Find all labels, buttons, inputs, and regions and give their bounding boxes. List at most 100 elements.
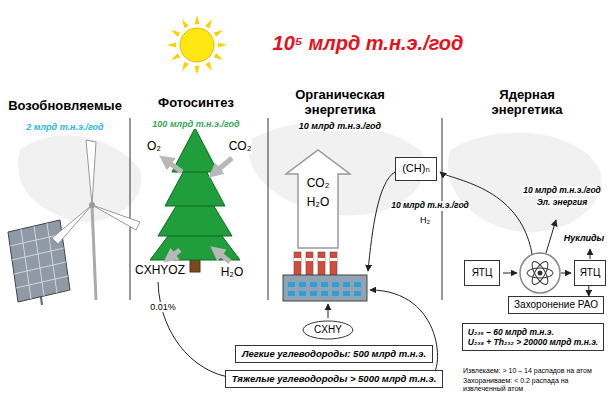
reactor	[538, 271, 543, 276]
factory	[318, 252, 325, 276]
factory-window	[288, 282, 295, 287]
reserve-box: Тяжелые углеводороды > 5000 млрд т.н.э.	[225, 370, 444, 387]
separator-line	[130, 118, 131, 300]
factory-window	[321, 282, 328, 287]
wind-turbine	[92, 205, 140, 230]
reactor	[527, 268, 553, 278]
flow-arrow	[370, 290, 438, 379]
factory-window	[354, 291, 361, 296]
section-value: 100 млрд т.н.э./год	[151, 119, 240, 129]
sun-ray	[194, 66, 199, 75]
solar-panel-grid	[21, 229, 31, 299]
solar-panel-grid	[47, 223, 57, 293]
factory-window	[343, 282, 350, 287]
flow-arrow	[158, 282, 240, 378]
sun-ray	[194, 15, 199, 24]
reserve-box: Легкие углеводороды: 500 млрд т.н.э.	[235, 345, 433, 362]
factory-window	[288, 291, 295, 296]
section-value: 2 млрд т.н.э./год	[25, 122, 104, 132]
flow-arrow	[561, 273, 571, 274]
chemical-formula: CO₂	[228, 140, 253, 154]
chimney-stripe	[306, 258, 313, 261]
reactor	[520, 253, 560, 293]
gas-exchange-arrow	[215, 250, 230, 262]
factory	[330, 252, 337, 276]
output-label: Нуклиды	[563, 233, 606, 243]
factory-window	[332, 291, 339, 296]
section-heading: Фотосинтез	[157, 96, 235, 111]
sun-ray	[214, 53, 223, 60]
section-heading: Возобновляемые	[7, 99, 123, 114]
exhaust-arrow	[286, 150, 350, 248]
flow-value: 10 млрд т.н.э./год	[522, 186, 602, 196]
fuel-cycle-box: ЯТЦ	[464, 260, 501, 286]
gas-exchange-arrow	[168, 250, 180, 259]
flow-arrow	[328, 304, 329, 318]
sun-ray	[171, 53, 180, 60]
chemical-formula: H₂O	[220, 266, 245, 280]
factory-window	[343, 291, 350, 296]
node-text: ЯТЦ	[580, 267, 601, 279]
wind-turbine	[92, 205, 96, 300]
factory-window	[299, 282, 306, 287]
ellipse-outline	[303, 321, 353, 339]
flow-arrow	[503, 273, 517, 274]
section-heading: Ядерная энергетика	[476, 88, 578, 118]
flow-arrow	[368, 172, 395, 271]
flow-arrow	[590, 249, 591, 259]
chemical-formula: H₂	[419, 215, 431, 225]
chimney-stripe	[294, 258, 337, 261]
chemical-formula: CXHYOZ	[134, 264, 186, 278]
sun-ray	[171, 30, 180, 37]
factory-window	[354, 282, 361, 287]
node-text: Захоронение РАО	[514, 299, 598, 311]
solar-panel-grid	[12, 248, 64, 260]
factory-window	[310, 291, 317, 296]
tree	[172, 128, 218, 172]
factory-window	[310, 282, 317, 287]
sun-ray	[182, 62, 189, 71]
wind-turbine	[86, 140, 96, 205]
factory	[283, 275, 367, 301]
factory-window	[288, 282, 361, 296]
gas-exchange-arrow	[213, 158, 232, 174]
node-text: U₂₃₅ – 60 млрд т.н.э.	[468, 327, 598, 337]
world-map-ground	[448, 133, 601, 232]
chemical-formula: H₂O	[306, 196, 331, 210]
factory	[306, 252, 313, 276]
note: Извлекаем: > 10 – 14 распадов на атом	[462, 367, 593, 375]
factory	[294, 252, 301, 276]
flow-arrow	[440, 172, 532, 254]
gas-exchange-arrow	[164, 159, 182, 172]
section-heading: Органическая энергетика	[279, 88, 401, 118]
node-text: ЯТЦ	[472, 267, 493, 279]
chemical-formula: O₂	[146, 140, 162, 154]
wind-turbine	[52, 205, 92, 244]
sun-ray	[167, 42, 176, 47]
exhaust-arrow	[286, 150, 350, 248]
node-text: Легкие углеводороды: 500 млрд т.н.э.	[242, 348, 426, 359]
gas-exchange-arrow	[164, 158, 232, 262]
chimney-stripe	[294, 258, 301, 261]
factory	[283, 252, 367, 301]
title: 10⁵ млрд т.н.э./год	[272, 32, 465, 55]
sun-ray	[214, 30, 223, 37]
flow-value: Эл. энергия	[536, 198, 589, 208]
node-text: (CH)ₙ	[402, 162, 430, 175]
flow-arrow	[546, 220, 556, 253]
separator-line	[268, 118, 269, 300]
solar-panel-grid	[14, 262, 66, 274]
process-box: (CH)ₙ	[395, 157, 437, 180]
chimney-stripe	[330, 258, 337, 261]
sun-ray	[182, 19, 189, 28]
factory-window	[321, 291, 328, 296]
factory-window	[299, 291, 306, 296]
reactor	[529, 259, 551, 287]
wind-turbine	[52, 140, 140, 300]
factory-window	[332, 282, 339, 287]
hydrocarbon-ellipse: CXHY	[302, 320, 354, 340]
reactor	[527, 259, 553, 287]
sun	[180, 28, 214, 62]
